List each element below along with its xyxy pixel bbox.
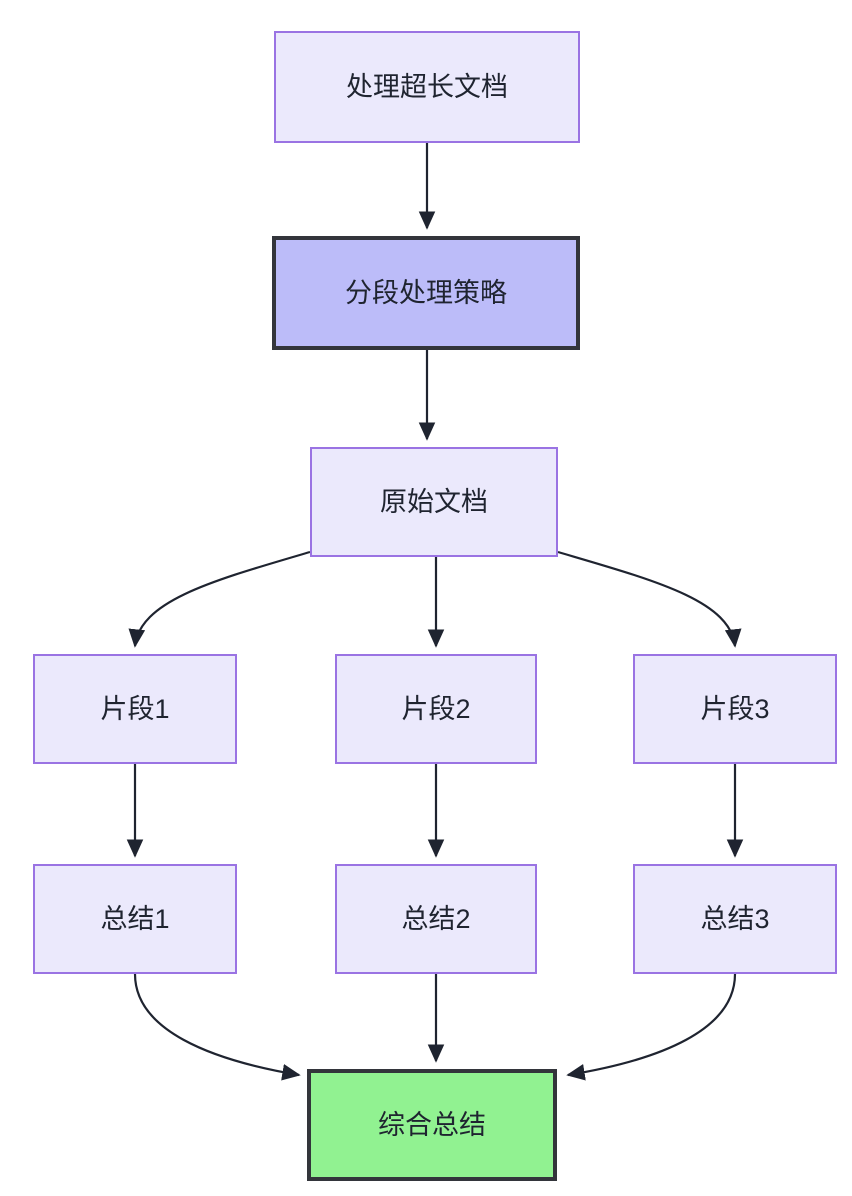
node-summary-1-label: 总结1 — [100, 903, 170, 934]
node-final-summary-label: 综合总结 — [378, 1109, 486, 1140]
node-strategy[interactable]: 分段处理策略 — [272, 236, 580, 350]
node-long-doc[interactable]: 处理超长文档 — [274, 31, 580, 143]
node-long-doc-label: 处理超长文档 — [346, 71, 508, 102]
node-source-doc-label: 原始文档 — [380, 486, 488, 517]
node-fragment-2-label: 片段2 — [401, 693, 471, 724]
edge-source-doc-to-fragment-1 — [128, 550, 311, 648]
edge-source-doc-to-fragment-3 — [557, 550, 742, 648]
node-summary-1[interactable]: 总结1 — [33, 864, 237, 974]
edge-summary-1-to-final — [133, 973, 301, 1081]
node-fragment-1-label: 片段1 — [100, 693, 170, 724]
node-strategy-label: 分段处理策略 — [345, 277, 507, 308]
node-summary-3[interactable]: 总结3 — [633, 864, 837, 974]
node-fragment-3-label: 片段3 — [700, 693, 770, 724]
node-fragment-1[interactable]: 片段1 — [33, 654, 237, 764]
node-summary-2-label: 总结2 — [401, 903, 471, 934]
node-fragment-3[interactable]: 片段3 — [633, 654, 837, 764]
node-fragment-2[interactable]: 片段2 — [335, 654, 537, 764]
node-source-doc[interactable]: 原始文档 — [310, 447, 558, 557]
edge-summary-3-to-final — [566, 973, 737, 1081]
node-final-summary[interactable]: 综合总结 — [307, 1069, 557, 1181]
node-summary-2[interactable]: 总结2 — [335, 864, 537, 974]
node-summary-3-label: 总结3 — [700, 903, 770, 934]
